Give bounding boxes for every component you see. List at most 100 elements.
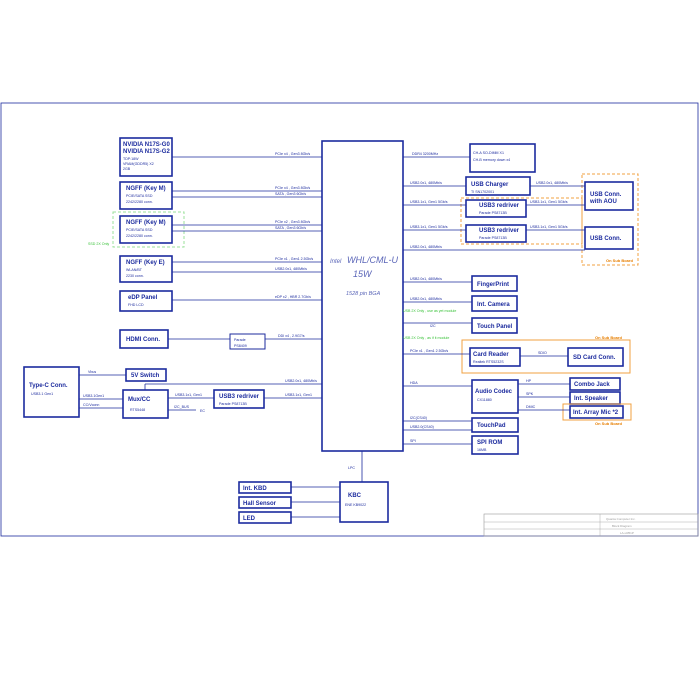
usb3-b-label: USB3.1x1, Gen1 5Gb/s: [410, 225, 448, 229]
usb-subboard-outline: [581, 173, 639, 266]
cpu-block: [321, 140, 404, 452]
spi-label: SPI: [410, 439, 416, 443]
int-kbd-title: Int. KBD: [243, 486, 267, 492]
card-reader-label: PCIe x1 , Gen1 2.5Gb/s: [410, 349, 448, 353]
usb-conn-block: [584, 226, 634, 250]
hall-sensor-block: [238, 496, 292, 509]
ddr-line2: CH-B memory down x4: [473, 158, 510, 162]
usb-only-note: USB 2X Only , use as yet module: [403, 309, 456, 313]
typec-sub: USB3.1 Gen1: [31, 392, 53, 396]
title-project: Block Diagram: [612, 524, 632, 528]
kbc-part: ENE KB9022: [345, 503, 366, 507]
usb3-redriver-left-block: [213, 389, 265, 409]
usb3-redriver-left-part: Parade PS8713B: [219, 402, 247, 406]
mic-subboard-outline: [562, 403, 632, 421]
usb3-redriver-a-part: Parade PS8713B: [479, 211, 507, 215]
spi-rom-size: 16MB: [477, 448, 487, 452]
typec-block: [23, 366, 80, 418]
title-block: [483, 513, 699, 537]
gpu-name-2: NVIDIA N17S-G2: [123, 149, 170, 155]
array-mic-title: Int. Array Mic *2: [573, 410, 619, 416]
mux-redriver-label: USB3.1x1, Gen1: [175, 393, 202, 397]
gpu-size: 2GB: [123, 167, 131, 171]
fingerprint-label: USB2.0x1, 480Mb/s: [410, 277, 442, 281]
cardreader-subboard-outline: [461, 339, 631, 374]
charger-link-label: USB2.0x1, 480Mb/s: [410, 181, 442, 185]
touchpad-i2c-label: I2C(CS40): [410, 416, 427, 420]
subboard-note-1: On Sub Board: [606, 258, 633, 263]
usb3-redriver-b-block: [465, 224, 527, 243]
ddr-line1: CH-A SO-DIMM X1: [473, 151, 504, 155]
gpu-name-1: NVIDIA N17S-G0: [123, 142, 170, 148]
audio-codec-block: [471, 379, 519, 414]
usb-charger-title: USB Charger: [471, 182, 509, 188]
kbc-title: KBC: [348, 493, 362, 499]
edp-link-label: eDP x2 , HBR 2.7Gb/s: [275, 295, 311, 299]
usb3-redriver-a-title: USB3 redriver: [479, 203, 520, 209]
touchpad-block: [471, 417, 519, 433]
audio-codec-title: Audio Codec: [475, 389, 513, 395]
ssd-only-note: SSD 2X Only: [88, 242, 109, 246]
title-doc: LA-H351P: [620, 531, 634, 535]
kbc-block: [339, 481, 389, 523]
usb-conn-aou-title: USB Conn.: [590, 192, 622, 198]
ec-label: EC: [200, 409, 205, 413]
usb3-redriver-left-title: USB3 redriver: [219, 394, 260, 400]
typec-usb3-label: USB3.1Gen1: [83, 394, 104, 398]
card-reader-title: Card Reader: [473, 352, 509, 358]
parade-part: PS8409: [234, 344, 247, 348]
cpu-model: WHL/CML-U: [347, 255, 398, 265]
redriver-orange-outline: [460, 197, 583, 245]
card-reader-block: [469, 347, 521, 367]
charger-conn-label: USB2.0x1, 480Mb/s: [536, 181, 568, 185]
dmic-label: DMIC: [526, 405, 536, 409]
mux-title: Mux/CC: [128, 397, 151, 403]
audio-codec-part: CX11880: [477, 398, 492, 402]
redriver-cpu-label: USB3.1x1, Gen1: [285, 393, 312, 397]
speaker-title: Int. Speaker: [574, 396, 609, 402]
edp-panel-sub: FHD LCD: [128, 303, 144, 307]
combo-jack-title: Combo Jack: [574, 382, 610, 388]
typec-title: Type-C Conn.: [29, 383, 68, 389]
wlan-label-b: USB2.0x1, 480Mb/s: [275, 267, 307, 271]
i2c-bus-label: I2C_BUS: [174, 405, 190, 409]
usb-conn-aou-block: [584, 181, 634, 211]
title-company: Quanta Computer Inc.: [606, 517, 636, 521]
sv-switch-title: 5V Switch: [131, 373, 160, 379]
mux-part: RTS5448: [130, 408, 145, 412]
ngff-ssd2-green-outline: [112, 211, 185, 248]
vbus-label: Vbus: [88, 370, 96, 374]
gpu-vram: VRAM(GDDR5) X2: [123, 162, 154, 166]
usb-cam-only-note: USB 2X Only , as if it module: [403, 336, 449, 340]
ssd1-label-b: SATA , Gen3 6Gb/s: [275, 192, 306, 196]
spi-rom-title: SPI ROM: [477, 440, 502, 446]
sd-card-title: SD Card Conn.: [573, 355, 616, 361]
led-title: LED: [243, 516, 256, 522]
array-mic-block: [569, 405, 624, 419]
ngff-ssd2-sub1: PCIE/SATA SSD: [126, 228, 153, 232]
ngff-ssd2-sub2: 2242/2280 conn.: [126, 234, 153, 238]
hp-label: HP: [526, 379, 532, 383]
cpu-tdp: 15W: [353, 269, 373, 279]
card-reader-part: Realtek RTS5232S: [473, 360, 504, 364]
ssd2-label-a: PCIe x2 , Gen3 8Gb/s: [275, 220, 310, 224]
camera-title: Int. Camera: [477, 302, 510, 308]
usb-charger-part: TI SN1702001: [471, 190, 494, 194]
sd-card-block: [567, 347, 624, 367]
usb3-redriver-a-block: [465, 199, 527, 218]
usb-conn-aou-sub: with AOU: [589, 199, 617, 205]
edp-panel-block: [119, 290, 173, 312]
ssd2-label-b: SATA , Gen3 6Gb/s: [275, 226, 306, 230]
hall-sensor-title: Hall Sensor: [243, 501, 277, 507]
fingerprint-block: [471, 275, 518, 292]
ngff-ssd2-title: NGFF (Key M): [126, 220, 166, 226]
ddr-link-label: DDR4 3200MHz: [412, 152, 438, 156]
parade-block: [229, 333, 266, 350]
ssd1-label-a: PCIe x4 , Gen3 8Gb/s: [275, 186, 310, 190]
wlan-label-a: PCIe x1 , Gen1 2.5Gb/s: [275, 257, 313, 261]
lpc-label: LPC: [348, 466, 355, 470]
int-kbd-block: [238, 481, 292, 494]
ngff-ssd1-sub1: PCIE/SATA SSD: [126, 194, 153, 198]
gpu-tdp: TDP:18W: [123, 157, 139, 161]
redriver-a-conn-label: USB3.1x1, Gen1 5Gb/s: [530, 200, 568, 204]
